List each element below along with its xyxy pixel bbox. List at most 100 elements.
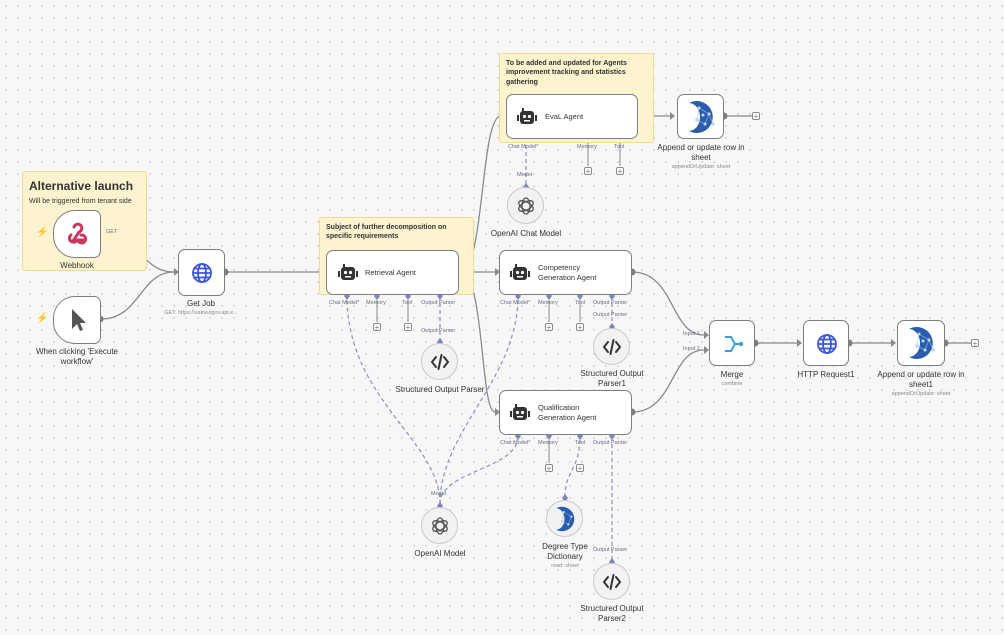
retrieval-agent-node[interactable]: Retrieval Agent: [326, 250, 459, 295]
port-output-parser: Output Parser: [593, 440, 628, 446]
degree-type-dictionary-node[interactable]: [546, 500, 583, 537]
port-memory: Memory: [366, 300, 386, 306]
degree-type-dictionary-caption: Degree Type Dictionary: [542, 542, 588, 561]
openai-icon: [429, 515, 451, 537]
sticky-body: Subject of further decomposition on spec…: [326, 224, 447, 241]
globe-icon: [190, 261, 214, 285]
sticky-body: To be added and updated for Agents impro…: [506, 60, 627, 86]
sticky-body: Will be triggered from tenant side: [29, 198, 132, 205]
robot-icon: [510, 263, 530, 283]
code-icon: [602, 573, 622, 591]
conn-qualification-merge: [631, 349, 705, 413]
retrieval-agent-label: Retrieval Agent: [365, 268, 416, 277]
append-row-node[interactable]: [677, 94, 724, 139]
structured-output-parser-caption: Structured Output Parser: [395, 385, 485, 394]
port-output-parser: Output Parser: [593, 312, 628, 318]
openai-icon: [515, 195, 537, 217]
port-output-parser: Output Parser: [421, 328, 456, 334]
openai-model-node[interactable]: [421, 507, 458, 544]
merge-input2-label: Input 2: [683, 346, 700, 352]
code-icon: [430, 353, 450, 371]
merge-node[interactable]: [709, 320, 755, 366]
webhook-caption: Webhook: [60, 261, 94, 270]
port-output-parser: Output Parser: [593, 300, 628, 306]
merge-input1-label: Input 1: [683, 331, 700, 337]
webhook-method-label: GET: [106, 229, 118, 235]
webhook-node[interactable]: [53, 210, 101, 258]
add-tool-button[interactable]: +: [576, 464, 584, 473]
degree-type-dictionary-subtitle: read: sheet: [551, 563, 579, 569]
http-request1-caption: HTTP Request1: [797, 370, 855, 379]
cursor-icon: [66, 307, 90, 333]
add-tool-button[interactable]: +: [616, 167, 624, 176]
competency-agent-label: Competency Generation Agent: [538, 263, 597, 282]
qualification-agent-node[interactable]: Qualification Generation Agent: [499, 390, 632, 435]
port-tool: Tool: [402, 300, 413, 306]
append-row1-subtitle: appendOrUpdate: sheet: [891, 391, 951, 397]
competency-agent-node[interactable]: Competency Generation Agent: [499, 250, 632, 295]
port-model: Model: [517, 172, 532, 178]
port-memory: Memory: [538, 300, 558, 306]
add-tool-button[interactable]: +: [404, 323, 412, 332]
qualification-agent-label: Qualification Generation Agent: [538, 403, 597, 422]
webhook-icon: [63, 220, 91, 248]
structured-output-parser1-caption: Structured Output Parser1: [580, 369, 644, 388]
google-sheets-icon: [685, 100, 719, 134]
append-row1-caption: Append or update row in sheet1: [877, 370, 965, 389]
lightning-icon: ⚡: [36, 313, 49, 324]
openai-chat-model-node[interactable]: [507, 187, 544, 224]
append-row1-node[interactable]: [897, 320, 945, 366]
google-sheets-icon: [553, 506, 579, 532]
add-memory-button[interactable]: +: [373, 323, 381, 332]
add-memory-button[interactable]: +: [545, 323, 553, 332]
add-tool-button[interactable]: +: [576, 323, 584, 332]
port-tool: Tool: [614, 144, 625, 150]
port-chat-model: Chat Model*: [500, 440, 531, 446]
code-icon: [602, 338, 622, 356]
robot-icon: [510, 403, 530, 423]
append-row-subtitle: appendOrUpdate: sheet: [671, 164, 731, 170]
port-memory: Memory: [577, 144, 597, 150]
merge-icon: [721, 332, 745, 356]
manual-trigger-caption: When clicking 'Execute workflow': [35, 347, 118, 366]
eval-agent-node[interactable]: EvaL Agent: [506, 94, 638, 139]
append-row-caption: Append or update row in sheet: [657, 143, 745, 162]
sticky-title: Alternative launch: [29, 179, 134, 193]
conn-model-qualification: [439, 435, 519, 505]
add-node-button[interactable]: +: [971, 339, 979, 348]
structured-output-parser-node[interactable]: [421, 343, 458, 380]
merge-caption: Merge: [720, 370, 744, 379]
robot-icon: [338, 263, 358, 283]
port-chat-model: Chat Model*: [508, 144, 539, 150]
port-tool: Tool: [575, 300, 586, 306]
lightning-icon: ⚡: [36, 227, 49, 238]
add-memory-button[interactable]: +: [545, 464, 553, 473]
port-memory: Memory: [538, 440, 558, 446]
structured-output-parser2-node[interactable]: [593, 563, 630, 600]
port-output-parser: Output Parser: [421, 300, 456, 306]
http-request1-node[interactable]: [803, 320, 849, 366]
port-chat-model: Chat Model*: [500, 300, 531, 306]
structured-output-parser2-caption: Structured Output Parser2: [580, 604, 644, 623]
add-node-button[interactable]: +: [752, 112, 760, 121]
robot-icon: [517, 107, 537, 127]
google-sheets-icon: [905, 326, 939, 360]
get-job-caption: Get Job: [186, 299, 215, 308]
port-output-parser: Output Parser: [593, 547, 628, 553]
openai-chat-model-caption: OpenAI Chat Model: [490, 229, 562, 238]
get-job-subtitle: GET: https://uatneogov.api.e...: [164, 310, 238, 316]
conn-model-retrieval: [346, 295, 441, 505]
conn-competency-merge: [631, 271, 705, 336]
eval-agent-label: EvaL Agent: [545, 112, 584, 121]
conn-dictionary-qualification: [564, 435, 581, 498]
get-job-node[interactable]: [178, 249, 225, 296]
port-tool: Tool: [575, 440, 586, 446]
port-model: Model: [431, 491, 446, 497]
merge-subtitle: combine: [721, 381, 743, 387]
manual-trigger-node[interactable]: [53, 296, 101, 344]
add-memory-button[interactable]: +: [584, 167, 592, 176]
structured-output-parser1-node[interactable]: [593, 328, 630, 365]
conn-manual-getjob: [100, 271, 175, 320]
globe-icon: [815, 332, 839, 356]
